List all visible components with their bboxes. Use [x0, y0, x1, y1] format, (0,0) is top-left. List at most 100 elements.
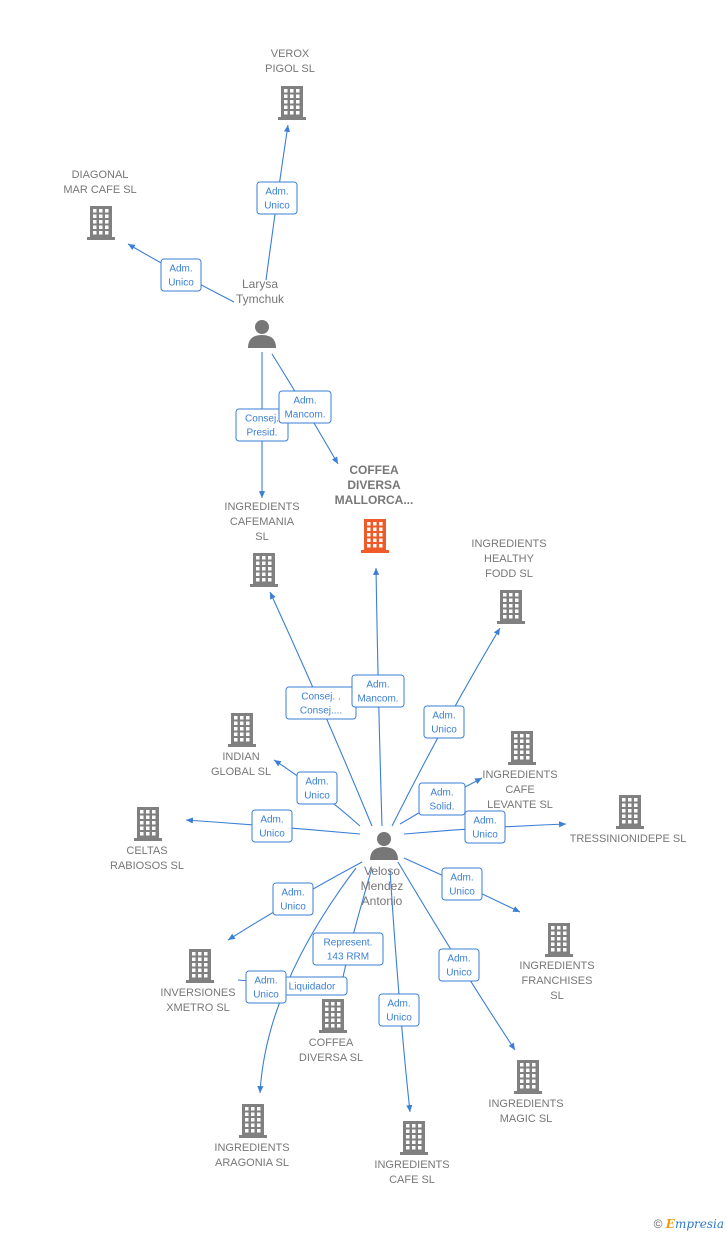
node-label[interactable]: GLOBAL SL	[211, 766, 271, 778]
edge-label-veloso-cafemania[interactable]: Consej. .Consej....	[285, 686, 357, 720]
node-verox[interactable]: VEROX PIGOL SL	[265, 48, 315, 120]
edge-label-veloso-franchises[interactable]: Adm.Unico	[441, 867, 483, 901]
node-coffea-mallorca[interactable]: COFFEADIVERSAMALLORCA...	[335, 463, 414, 553]
node-label[interactable]: INGREDIENTS	[214, 1142, 289, 1154]
node-label[interactable]: SL	[550, 990, 563, 1002]
node-label[interactable]: MAGIC SL	[500, 1113, 553, 1125]
edge-label-box	[235, 408, 289, 442]
node-label[interactable]: INDIAN	[222, 751, 259, 763]
node-label[interactable]: INVERSIONES	[160, 987, 235, 999]
node-celtas[interactable]: CELTAS RABIOSOS SL	[110, 807, 184, 872]
building-icon[interactable]	[134, 807, 162, 841]
node-label[interactable]: HEALTHY	[484, 553, 535, 565]
node-label[interactable]: FODD SL	[485, 568, 533, 580]
edge-label-text: Solid.	[429, 802, 454, 813]
node-label[interactable]: DIVERSA	[347, 478, 401, 492]
node-aragonia[interactable]: INGREDIENTS ARAGONIA SL	[214, 1104, 290, 1169]
node-label[interactable]: MALLORCA...	[335, 493, 414, 507]
node-label[interactable]: INGREDIENTS	[471, 538, 546, 550]
edge-label-veloso-magic[interactable]: Adm.Unico	[438, 948, 480, 982]
edge-label-veloso-cafe_sl[interactable]: Adm.Unico	[378, 993, 420, 1027]
node-label[interactable]: Antonio	[362, 894, 403, 908]
edge-label-larysa-diagonal[interactable]: Adm.Unico	[160, 258, 202, 292]
node-label[interactable]: INGREDIENTS	[482, 769, 557, 781]
node-label[interactable]: Mendez	[361, 879, 404, 893]
edge-label-larysa-verox[interactable]: Adm.Unico	[256, 181, 298, 215]
node-label[interactable]: Veloso	[364, 864, 400, 878]
node-label[interactable]: Tymchuk	[236, 292, 285, 306]
edge-label-larysa-cafemania[interactable]: Consej.Presid.	[235, 408, 289, 442]
node-cafe-sl[interactable]: INGREDIENTS CAFE SL	[374, 1121, 450, 1186]
edge-label-veloso-celtas[interactable]: Adm.Unico	[251, 809, 293, 843]
node-label[interactable]: VEROX	[271, 48, 310, 60]
node-label[interactable]: PIGOL SL	[265, 63, 315, 75]
building-icon[interactable]	[616, 795, 644, 829]
edge-label-veloso-healthy[interactable]: Adm.Unico	[423, 705, 465, 739]
node-label[interactable]: LEVANTE SL	[487, 799, 553, 811]
edge-label-veloso-indian[interactable]: Adm.Unico	[296, 771, 338, 805]
node-label[interactable]: COFFEA	[309, 1037, 354, 1049]
node-cafe-levante[interactable]: INGREDIENTS CAFE LEVANTE SL	[482, 731, 558, 811]
node-label[interactable]: Larysa	[242, 277, 278, 291]
person-icon[interactable]	[248, 320, 276, 348]
building-icon[interactable]	[228, 713, 256, 747]
edge-label-veloso-tressini[interactable]: Adm.Unico	[464, 810, 506, 844]
node-label[interactable]: DIVERSA SL	[299, 1052, 363, 1064]
edge-label-veloso-aragonia[interactable]: Adm.Unico	[245, 970, 287, 1004]
building-icon[interactable]	[250, 553, 278, 587]
node-diagonal[interactable]: DIAGONAL MAR CAFE SL	[63, 169, 137, 240]
edge-label-veloso-coffea_sl[interactable]: Represent.143 RRM	[312, 932, 384, 966]
edge-label-box	[441, 867, 483, 901]
building-icon-highlighted[interactable]	[361, 519, 389, 553]
node-label[interactable]: ARAGONIA SL	[215, 1157, 289, 1169]
node-healthy[interactable]: INGREDIENTS HEALTHY FODD SL	[471, 538, 547, 624]
building-icon[interactable]	[186, 949, 214, 983]
node-coffea-sl[interactable]: COFFEA DIVERSA SL	[299, 999, 363, 1064]
building-icon[interactable]	[400, 1121, 428, 1155]
node-franchises[interactable]: INGREDIENTS FRANCHISES SL	[519, 923, 595, 1002]
edge-label-veloso-cafe_levante[interactable]: Adm.Solid.	[418, 782, 466, 816]
person-icon[interactable]	[370, 832, 398, 860]
edge-label-text: Adm.	[254, 976, 277, 987]
edge-label-text: Unico	[280, 902, 306, 913]
node-label[interactable]: DIAGONAL	[72, 169, 129, 181]
node-cafemania[interactable]: INGREDIENTS CAFEMANIA SL	[224, 501, 300, 587]
node-indian[interactable]: INDIAN GLOBAL SL	[211, 713, 271, 778]
building-icon[interactable]	[508, 731, 536, 765]
building-icon[interactable]	[278, 86, 306, 120]
node-label[interactable]: CAFE SL	[389, 1174, 435, 1186]
node-label[interactable]: XMETRO SL	[166, 1002, 230, 1014]
node-label[interactable]: CAFEMANIA	[230, 516, 295, 528]
node-label[interactable]: COFFEA	[349, 463, 399, 477]
building-icon[interactable]	[87, 206, 115, 240]
edge-label-text: Liquidador	[289, 982, 336, 993]
edge-label-text: Represent.	[324, 938, 373, 949]
node-label[interactable]: TRESSINIONIDEPE SL	[570, 833, 687, 845]
edge-label-larysa-coffea_mallorca[interactable]: Adm.Mancom.	[278, 390, 332, 424]
building-icon[interactable]	[545, 923, 573, 957]
node-label[interactable]: RABIOSOS SL	[110, 860, 184, 872]
building-icon[interactable]	[514, 1060, 542, 1094]
edge-label-veloso-coffea_mallorca[interactable]: Adm.Mancom.	[351, 674, 405, 708]
building-icon[interactable]	[239, 1104, 267, 1138]
node-label[interactable]: CELTAS	[126, 845, 167, 857]
footer-brand[interactable]: © Empresia	[654, 1217, 724, 1231]
node-tressini[interactable]: TRESSINIONIDEPE SL	[570, 795, 687, 845]
edge-label-text: Adm.	[366, 680, 389, 691]
node-label[interactable]: MAR CAFE SL	[63, 184, 136, 196]
node-label[interactable]: CAFE	[505, 784, 534, 796]
node-label[interactable]: INGREDIENTS	[519, 960, 594, 972]
node-label[interactable]: INGREDIENTS	[374, 1159, 449, 1171]
node-magic[interactable]: INGREDIENTS MAGIC SL	[488, 1060, 564, 1125]
edge-label-veloso-xmetro[interactable]: Adm.Unico	[272, 882, 314, 916]
node-label[interactable]: FRANCHISES	[522, 975, 593, 987]
node-label[interactable]: SL	[255, 531, 268, 543]
node-xmetro[interactable]: INVERSIONES XMETRO SL	[160, 949, 236, 1014]
edge-label-veloso-coffea_sl[interactable]: Liquidador	[276, 976, 348, 996]
node-label[interactable]: INGREDIENTS	[488, 1098, 563, 1110]
node-label[interactable]: INGREDIENTS	[224, 501, 299, 513]
building-icon[interactable]	[497, 590, 525, 624]
building-icon[interactable]	[319, 999, 347, 1033]
